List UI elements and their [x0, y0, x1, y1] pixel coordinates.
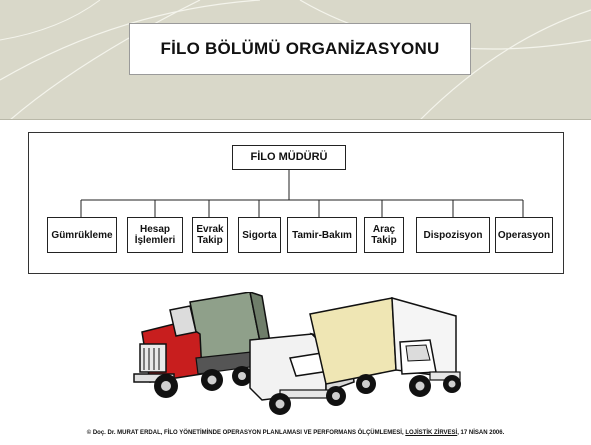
title-box: FİLO BÖLÜMÜ ORGANİZASYONU: [129, 23, 471, 75]
dept-label: Gümrükleme: [51, 229, 113, 241]
dept-label-line2: Takip: [197, 235, 223, 246]
dept-label-line2: İşlemleri: [134, 235, 176, 246]
manager-box: FİLO MÜDÜRÜ: [232, 145, 346, 170]
dept-tamir-bakim: Tamir-Bakım: [287, 217, 357, 253]
box-truck-icon: [309, 296, 461, 397]
dept-label: Sigorta: [242, 229, 277, 241]
slide-title: FİLO BÖLÜMÜ ORGANİZASYONU: [160, 39, 440, 58]
dept-label: Hesap: [139, 224, 170, 235]
manager-label: FİLO MÜDÜRÜ: [250, 151, 328, 163]
footer-text-after: , 17 NİSAN 2006.: [457, 430, 505, 436]
dept-gumrukleme: Gümrükleme: [47, 217, 117, 253]
org-chart-connectors: [80, 170, 524, 217]
dept-sigorta: Sigorta: [238, 217, 281, 253]
footer-link[interactable]: LOJİSTİK ZİRVESİ: [405, 430, 458, 436]
dept-label: Araç: [372, 224, 396, 235]
dept-evrak-takip: Evrak Takip: [192, 217, 228, 253]
red-truck-icon: [133, 292, 273, 398]
dept-label: Evrak: [196, 224, 224, 235]
org-chart-frame: FİLO MÜDÜRÜ Gümrükleme Hesap İşlemleri E…: [28, 132, 564, 274]
dept-arac-takip: Araç Takip: [364, 217, 404, 253]
dept-hesap-islemleri: Hesap İşlemleri: [127, 217, 183, 253]
dept-operasyon: Operasyon: [495, 217, 553, 253]
dept-label: Operasyon: [497, 229, 551, 241]
dept-label: Dispozisyon: [423, 229, 483, 241]
footer-text-before: © Doç. Dr. MURAT ERDAL, FİLO YÖNETİMİNDE…: [86, 430, 406, 436]
trucks-illustration: [133, 292, 461, 415]
footer-citation: © Doç. Dr. MURAT ERDAL, FİLO YÖNETİMİNDE…: [0, 430, 591, 436]
dept-dispozisyon: Dispozisyon: [416, 217, 490, 253]
dept-label: Tamir-Bakım: [292, 229, 352, 241]
dept-label-line2: Takip: [371, 235, 397, 246]
